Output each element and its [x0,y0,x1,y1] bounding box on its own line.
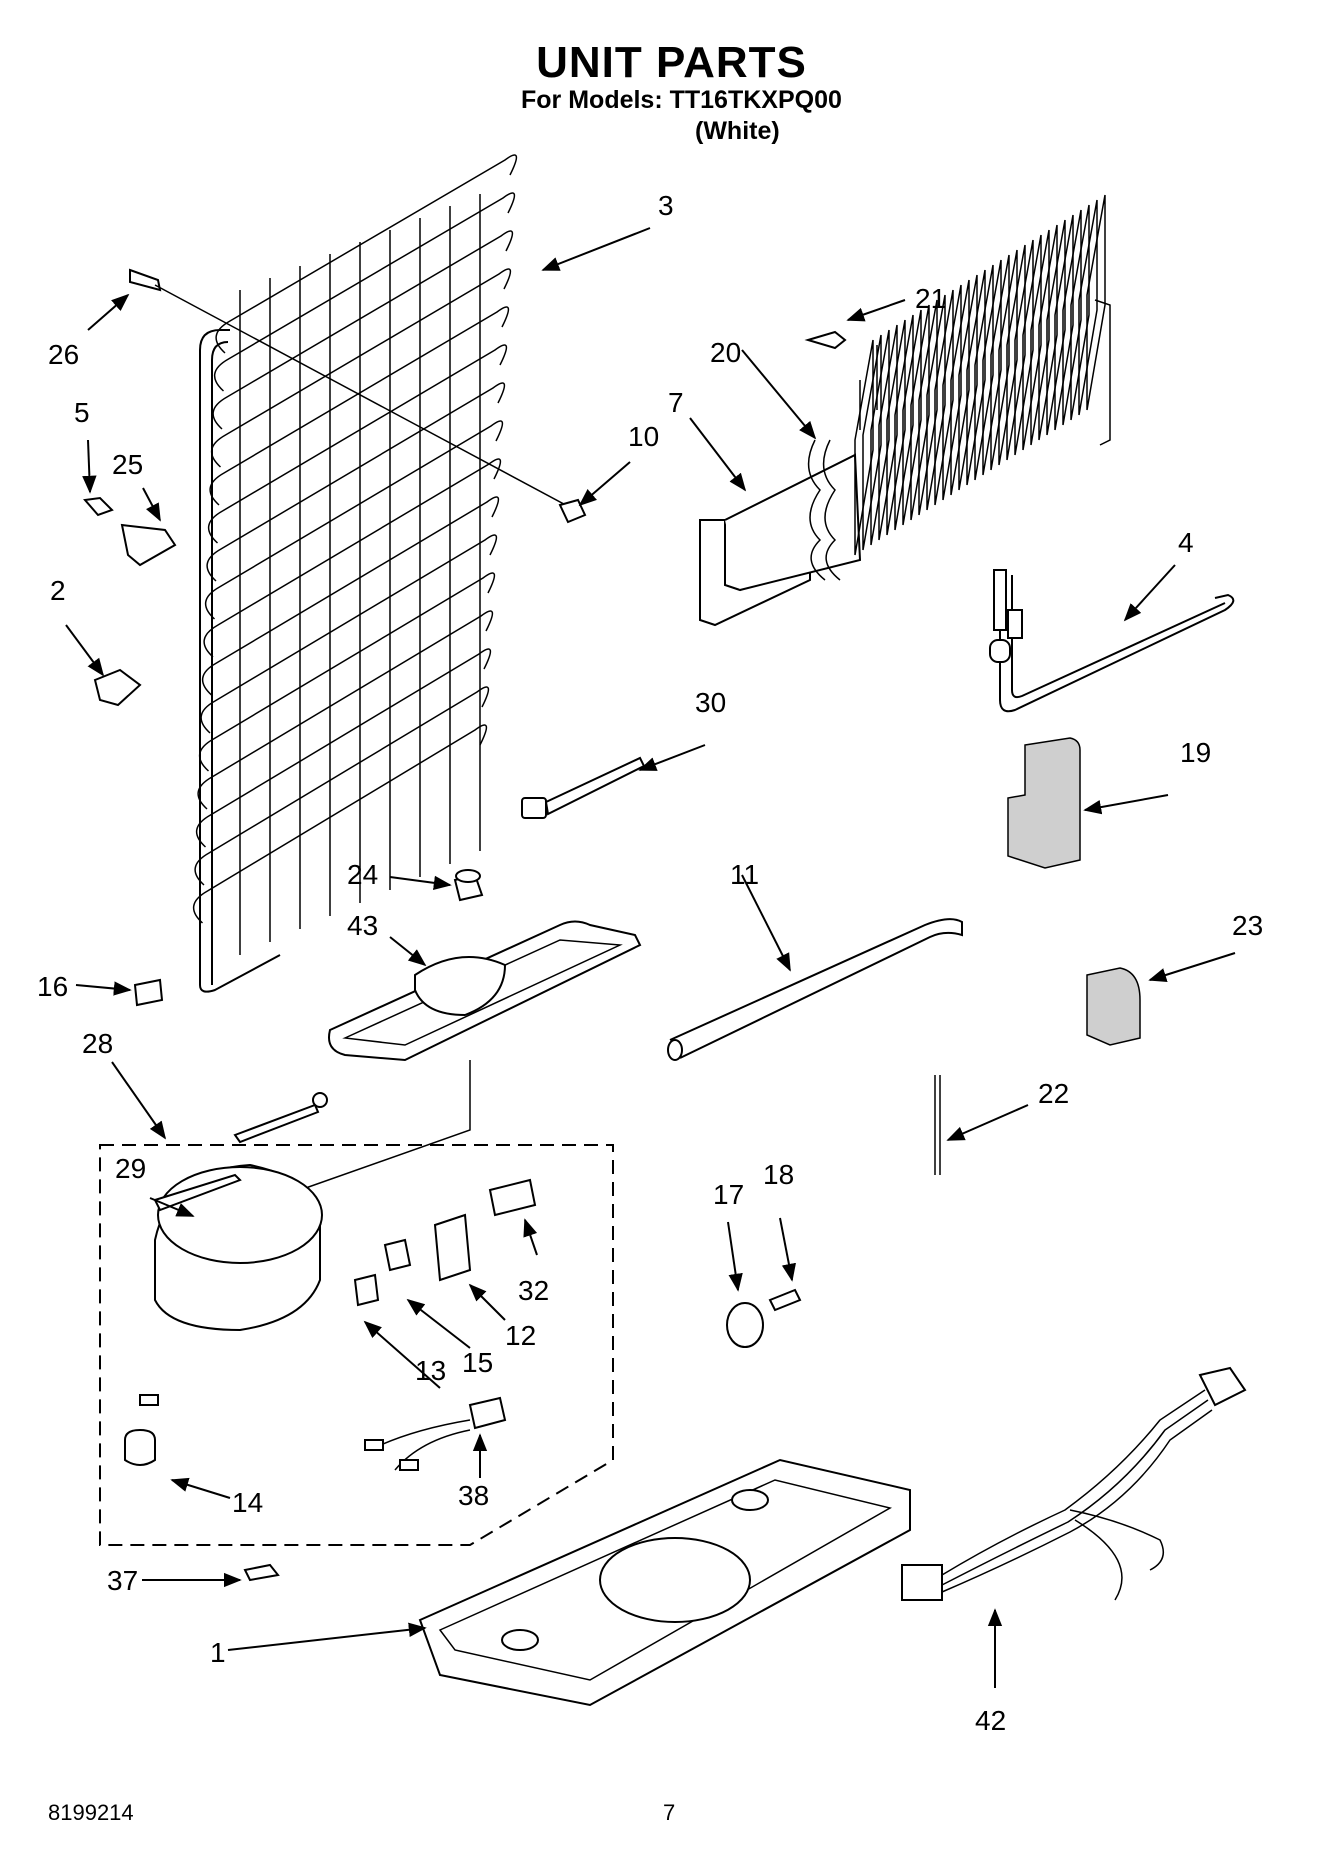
callout-37: 37 [107,1565,138,1596]
callout-20: 20 [710,337,741,368]
evaporator-fin [998,249,1018,466]
evaporator-fin [1062,209,1082,426]
evaporator-fin [974,264,994,481]
callout-7: 7 [668,387,684,418]
evaporator-assembly [699,194,1111,627]
callout-12: 12 [505,1320,536,1351]
callout-5: 5 [74,397,90,428]
coil-loop [215,154,518,354]
defrost-heater [989,569,1235,713]
callout-25: 25 [112,449,143,480]
evaporator-fin [926,294,946,511]
callout-1: 1 [210,1637,226,1668]
evaporator-fin [854,339,874,556]
callout-15: 15 [462,1347,493,1378]
evaporator-fin [862,334,882,551]
evaporator-fin [1030,229,1050,446]
evaporator-fin [990,254,1010,471]
evaporator-fin [918,299,938,516]
drain-pan [299,869,642,1191]
evaporator-fin [1038,224,1058,441]
coil-loop [197,610,494,810]
insulation-pads [1007,737,1141,1046]
model-variant: (White) [695,117,780,145]
evaporator-fin [1086,194,1106,411]
callout-13: 13 [415,1355,446,1386]
evaporator-fin [950,279,970,496]
callout-3: 3 [658,190,674,221]
callout-23: 23 [1232,910,1263,941]
evaporator-fin [1022,234,1042,451]
document-number: 8199214 [48,1800,134,1825]
callout-14: 14 [232,1487,263,1518]
callout-29: 29 [115,1153,146,1184]
callout-22: 22 [1038,1078,1069,1109]
page-number: 7 [663,1800,676,1825]
coil-loop [214,192,516,392]
callout-16: 16 [37,971,68,1002]
callout-21: 21 [915,283,946,314]
evaporator-fin [1014,239,1034,456]
coil-loop [205,420,504,620]
evaporator-fin [966,269,986,486]
evaporator-fin [894,314,914,531]
evaporator-fin [942,284,962,501]
leader-lines [65,227,1236,1688]
coil-loop [212,230,514,430]
coil-loop [211,268,512,468]
evaporator-fin [934,289,954,506]
drain-tube [667,918,963,1061]
callout-2: 2 [50,575,66,606]
tie-strap [521,756,646,819]
callout-38: 38 [458,1480,489,1511]
evaporator-fin [910,304,930,521]
evaporator-fin [1006,244,1026,461]
callout-24: 24 [347,859,378,890]
base-tray [418,1458,911,1707]
callout-42: 42 [975,1705,1006,1736]
coil-loop [194,686,490,886]
evaporator-fin [870,329,890,546]
callout-18: 18 [763,1159,794,1190]
coil-loop [199,572,496,772]
condenser-coil [193,154,518,993]
callout-19: 19 [1180,737,1211,768]
evaporator-fin [982,259,1002,476]
evaporator-fin [958,274,978,491]
evaporator-fin [902,309,922,526]
coil-loop [193,724,488,924]
callout-32: 32 [518,1275,549,1306]
coil-loop [203,458,502,658]
compressor-kit [99,1092,614,1546]
coil-loop [208,344,508,544]
evaporator-fin [1078,199,1098,416]
evaporator-fin [886,319,906,536]
evaporator-fin [1054,214,1074,431]
callout-labels: 3 21 20 7 26 5 25 2 10 4 30 19 23 11 24 … [37,190,1263,1736]
page-title: UNIT PARTS [536,38,807,87]
coil-loop [206,382,506,582]
evaporator-fin [1046,219,1066,436]
callout-43: 43 [347,910,378,941]
evaporator-fin [878,324,898,541]
coil-loop [196,648,492,848]
callout-28: 28 [82,1028,113,1059]
callout-17: 17 [713,1179,744,1210]
coil-loop [200,534,498,734]
callout-26: 26 [48,339,79,370]
models-line: For Models: TT16TKXPQ00 [521,86,842,114]
evaporator-fin [1070,204,1090,421]
callout-11: 11 [730,859,759,890]
coil-loop [202,496,500,696]
wire-harness [901,1366,1247,1601]
callout-10: 10 [628,421,659,452]
callout-30: 30 [695,687,726,718]
small-parts [83,268,941,1582]
callout-4: 4 [1178,527,1194,558]
